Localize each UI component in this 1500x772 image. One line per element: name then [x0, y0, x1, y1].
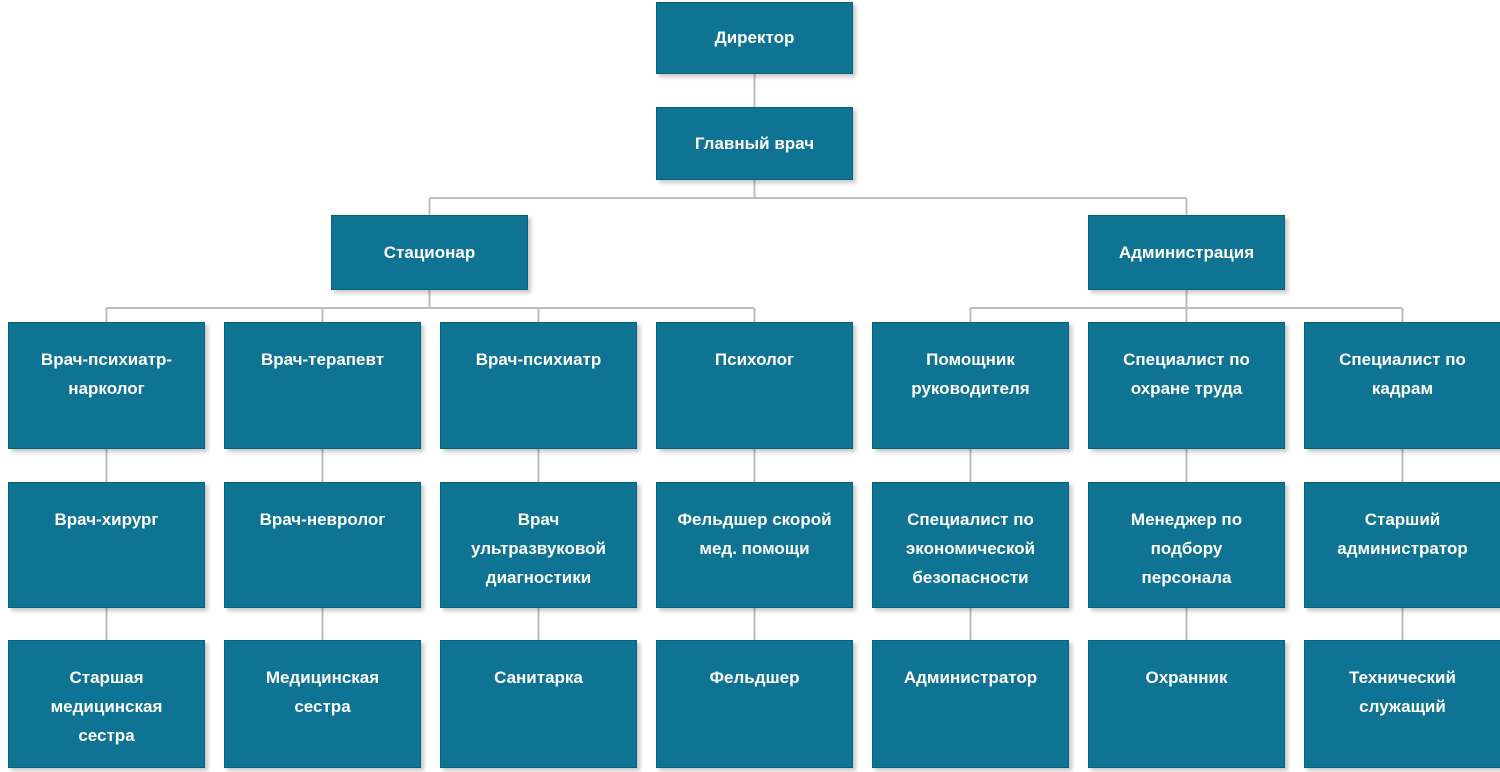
node-administration: Администрация — [1088, 215, 1285, 290]
node-hr-specialist: Специалист по кадрам — [1304, 322, 1500, 449]
node-administrator: Администратор — [872, 640, 1069, 768]
node-surgeon: Врач-хирург — [8, 482, 205, 608]
node-inpatient: Стационар — [331, 215, 528, 290]
node-chief-physician: Главный врач — [656, 107, 853, 180]
node-assistant-to-director: Помощник руководителя — [872, 322, 1069, 449]
connector-path — [105, 74, 1404, 640]
node-therapist: Врач-терапевт — [224, 322, 421, 449]
node-ultrasound-doctor: Врач ультразвуковой диагностики — [440, 482, 637, 608]
node-psychiatrist-narcologist: Врач-психиатр- нарколог — [8, 322, 205, 449]
node-recruitment-manager: Менеджер по подбору персонала — [1088, 482, 1285, 608]
node-technical-worker: Технический служащий — [1304, 640, 1500, 768]
node-labor-safety-specialist: Специалист по охране труда — [1088, 322, 1285, 449]
node-director: Директор — [656, 2, 853, 74]
node-orderly: Санитарка — [440, 640, 637, 768]
node-guard: Охранник — [1088, 640, 1285, 768]
node-ambulance-paramedic: Фельдшер скорой мед. помощи — [656, 482, 853, 608]
node-economic-security-specialist: Специалист по экономической безопасности — [872, 482, 1069, 608]
node-psychiatrist: Врач-психиатр — [440, 322, 637, 449]
node-head-nurse: Старшая медицинская сестра — [8, 640, 205, 768]
node-paramedic: Фельдшер — [656, 640, 853, 768]
node-senior-administrator: Старший администратор — [1304, 482, 1500, 608]
node-nurse: Медицинская сестра — [224, 640, 421, 768]
node-psychologist: Психолог — [656, 322, 853, 449]
node-neurologist: Врач-невролог — [224, 482, 421, 608]
